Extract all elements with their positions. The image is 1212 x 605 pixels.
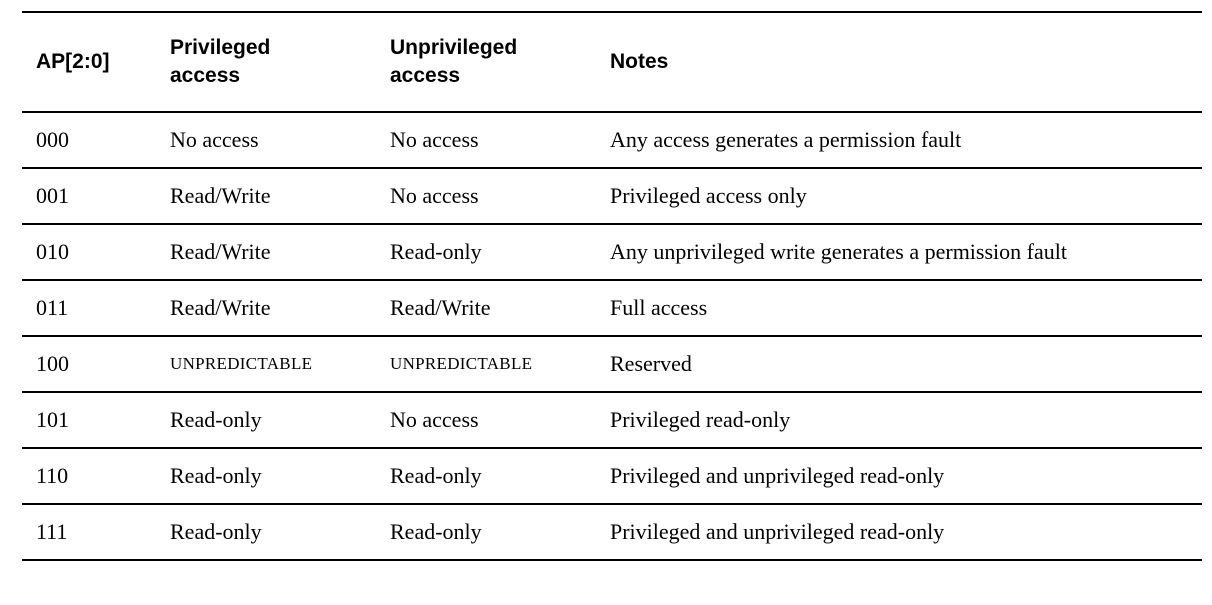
cell-notes: Any access generates a permission fault xyxy=(610,127,962,152)
access-permissions-table: AP[2:0] Privileged access Unprivileged a… xyxy=(22,11,1202,561)
cell-notes: Privileged and unprivileged read-only xyxy=(610,519,945,544)
cell-ap: 001 xyxy=(36,183,69,208)
cell-ap: 111 xyxy=(36,519,68,544)
cell-notes: Privileged read-only xyxy=(610,407,791,432)
table-row: 001 Read/Write No access Privileged acce… xyxy=(22,168,1202,224)
cell-unprivileged: UNPREDICTABLE xyxy=(390,354,533,373)
cell-privileged: UNPREDICTABLE xyxy=(170,354,313,373)
cell-notes: Reserved xyxy=(610,351,692,376)
table-row: 101 Read-only No access Privileged read-… xyxy=(22,392,1202,448)
cell-unprivileged: No access xyxy=(390,183,479,208)
cell-privileged: Read-only xyxy=(170,407,262,432)
cell-unprivileged: Read/Write xyxy=(390,295,491,320)
cell-ap: 110 xyxy=(36,463,69,488)
cell-notes: Privileged and unprivileged read-only xyxy=(610,463,945,488)
cell-ap: 000 xyxy=(36,127,69,152)
cell-privileged: Read/Write xyxy=(170,295,271,320)
column-header-unprivileged-access: Unprivileged access xyxy=(390,36,518,87)
table-row: 010 Read/Write Read-only Any unprivilege… xyxy=(22,224,1202,280)
column-header-notes: Notes xyxy=(610,50,669,73)
cell-unprivileged: Read-only xyxy=(390,239,482,264)
cell-privileged: Read-only xyxy=(170,519,262,544)
cell-privileged: Read-only xyxy=(170,463,262,488)
cell-ap: 100 xyxy=(36,351,69,376)
cell-privileged: No access xyxy=(170,127,259,152)
cell-privileged: Read/Write xyxy=(170,183,271,208)
column-header-privileged-access: Privileged access xyxy=(170,36,271,87)
cell-unprivileged: No access xyxy=(390,127,479,152)
cell-notes: Any unprivileged write generates a permi… xyxy=(610,239,1067,264)
cell-ap: 010 xyxy=(36,239,69,264)
table-row: 110 Read-only Read-only Privileged and u… xyxy=(22,448,1202,504)
table-header: AP[2:0] Privileged access Unprivileged a… xyxy=(22,12,1202,112)
cell-notes: Privileged access only xyxy=(610,183,807,208)
cell-ap: 101 xyxy=(36,407,69,432)
column-header-ap: AP[2:0] xyxy=(36,50,110,73)
table-row: 000 No access No access Any access gener… xyxy=(22,112,1202,168)
cell-ap: 011 xyxy=(36,295,69,320)
cell-notes: Full access xyxy=(610,295,708,320)
table-row: 100 UNPREDICTABLE UNPREDICTABLE Reserved xyxy=(22,336,1202,392)
cell-privileged: Read/Write xyxy=(170,239,271,264)
table-body: 000 No access No access Any access gener… xyxy=(22,112,1202,560)
table-row: 111 Read-only Read-only Privileged and u… xyxy=(22,504,1202,560)
cell-unprivileged: Read-only xyxy=(390,463,482,488)
header-row: AP[2:0] Privileged access Unprivileged a… xyxy=(22,12,1202,112)
cell-unprivileged: Read-only xyxy=(390,519,482,544)
table-row: 011 Read/Write Read/Write Full access xyxy=(22,280,1202,336)
cell-unprivileged: No access xyxy=(390,407,479,432)
